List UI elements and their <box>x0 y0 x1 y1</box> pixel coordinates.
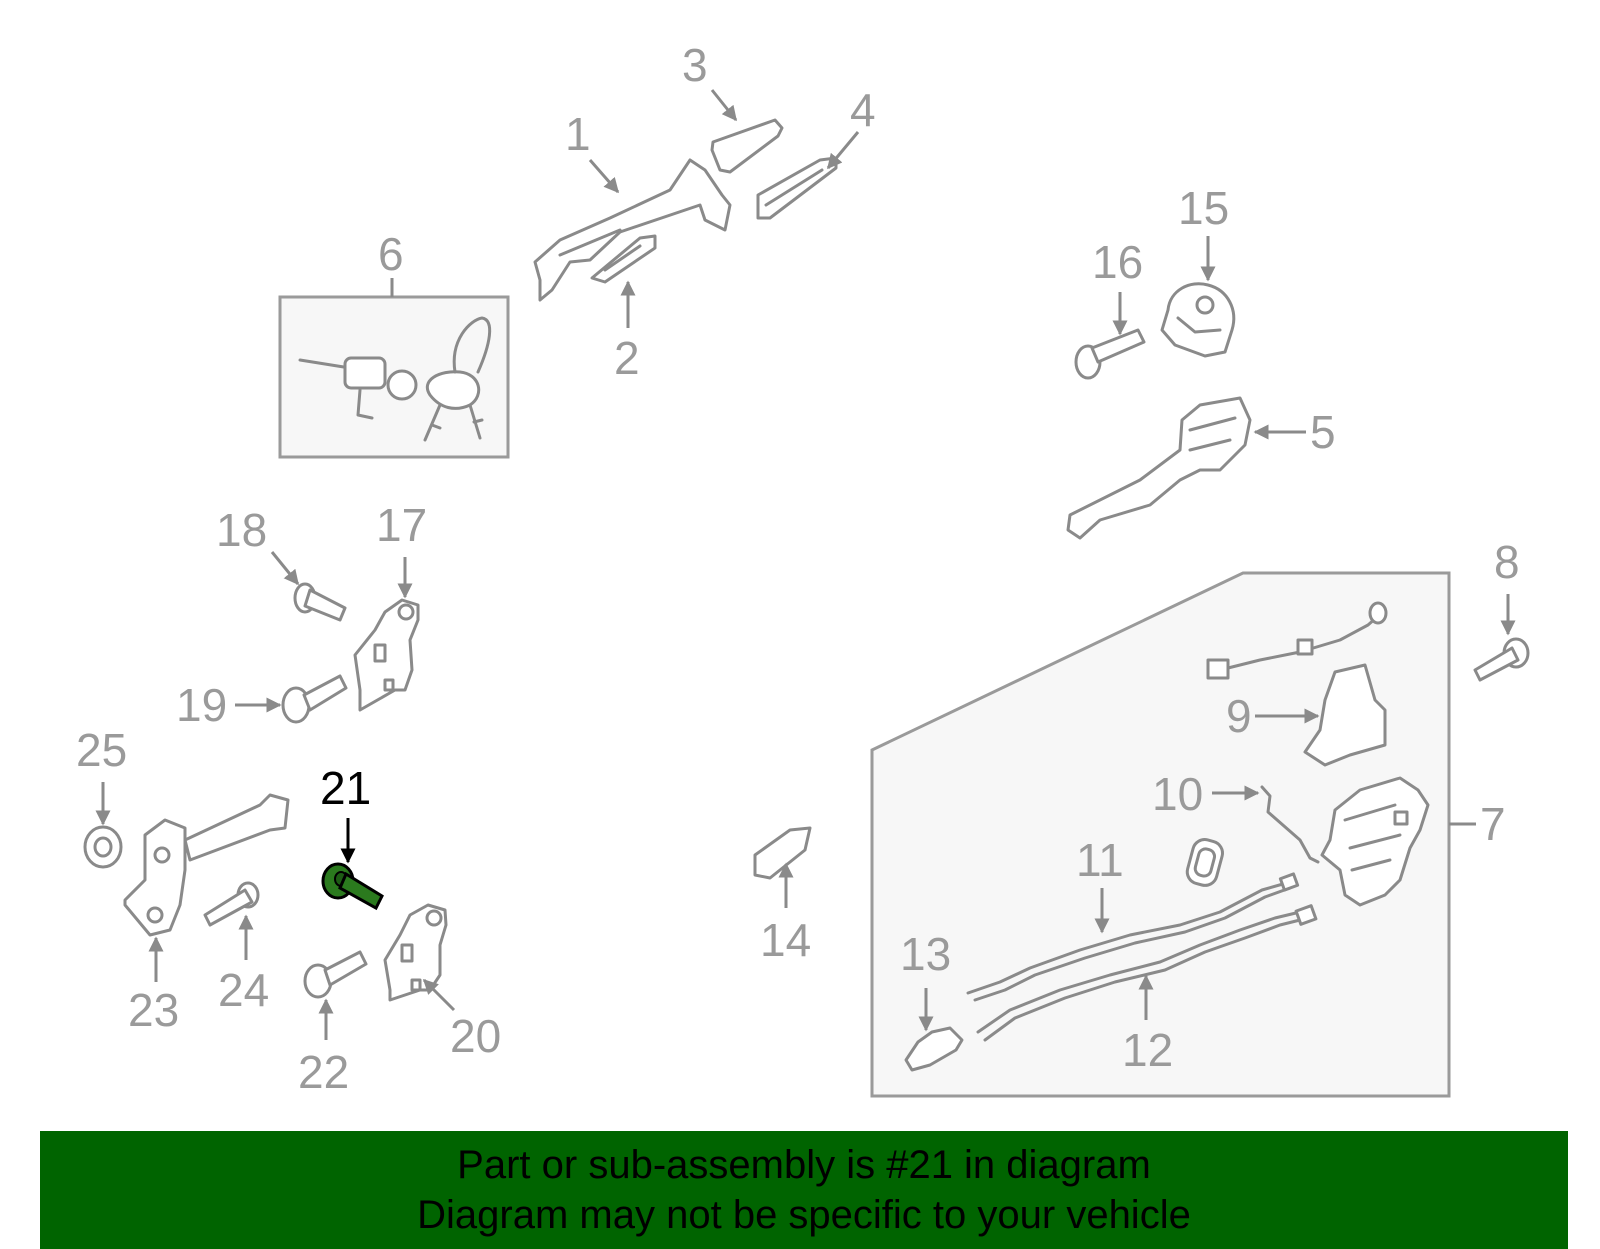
info-banner: Part or sub-assembly is #21 in diagram D… <box>40 1131 1568 1249</box>
part-25-nut[interactable] <box>83 825 123 869</box>
label-6: 6 <box>378 228 404 280</box>
label-19: 19 <box>176 679 227 731</box>
grommet[interactable] <box>1185 837 1226 888</box>
part-8-bolt[interactable] <box>1473 637 1530 682</box>
part-7-door-lock[interactable] <box>1320 776 1430 907</box>
label-4: 4 <box>850 84 876 136</box>
part-14-bracket[interactable] <box>753 826 812 880</box>
part-1-outside-handle[interactable] <box>533 158 732 302</box>
part-12-cable[interactable] <box>976 904 1318 1042</box>
leader-lines <box>95 89 1516 1040</box>
label-7: 7 <box>1480 798 1506 850</box>
part-18-bolt[interactable] <box>293 582 347 622</box>
part-16-bolt[interactable] <box>1074 328 1146 380</box>
part-23-door-checker[interactable] <box>123 793 290 937</box>
label-13: 13 <box>900 928 951 980</box>
label-14: 14 <box>760 914 811 966</box>
label-17: 17 <box>376 499 427 551</box>
banner-line-disclaimer: Diagram may not be specific to your vehi… <box>417 1193 1191 1237</box>
part-20-lower-hinge[interactable] <box>383 903 448 1002</box>
label-10: 10 <box>1152 768 1203 820</box>
wire-harness[interactable] <box>1206 601 1388 680</box>
label-9: 9 <box>1226 690 1252 742</box>
part-6-key-set[interactable] <box>298 316 492 442</box>
label-5: 5 <box>1310 406 1336 458</box>
part-22-bolt[interactable] <box>303 950 368 999</box>
part-13-clip[interactable] <box>904 1026 964 1072</box>
part-9-cover[interactable] <box>1303 663 1387 767</box>
label-15: 15 <box>1178 182 1229 234</box>
part-5-inside-handle-frame[interactable] <box>1066 396 1252 540</box>
label-23: 23 <box>128 984 179 1036</box>
part-19-bolt[interactable] <box>281 674 348 724</box>
label-16: 16 <box>1092 236 1143 288</box>
label-20: 20 <box>450 1010 501 1062</box>
label-3: 3 <box>682 39 708 91</box>
part-10-rod[interactable] <box>1260 785 1320 864</box>
part-24-bolt[interactable] <box>203 881 260 927</box>
part-21-bolt-highlighted[interactable] <box>321 862 384 911</box>
label-25: 25 <box>76 724 127 776</box>
label-11: 11 <box>1076 834 1124 886</box>
label-21: 21 <box>320 762 371 814</box>
label-24: 24 <box>218 964 269 1016</box>
part-11-cable[interactable] <box>966 872 1300 1002</box>
part-2-handle-cap[interactable] <box>590 234 657 284</box>
label-2: 2 <box>614 332 640 384</box>
part-15-striker[interactable] <box>1160 282 1236 358</box>
banner-line-part-number: Part or sub-assembly is #21 in diagram <box>457 1143 1151 1187</box>
label-22: 22 <box>298 1046 349 1098</box>
part-3-cover[interactable] <box>710 118 784 174</box>
label-1: 1 <box>565 108 591 160</box>
lock-assembly-box <box>870 571 1451 1098</box>
label-18: 18 <box>216 504 267 556</box>
part-4-pad[interactable] <box>756 156 838 220</box>
label-12: 12 <box>1122 1024 1173 1076</box>
part-17-upper-hinge[interactable] <box>353 598 420 712</box>
label-8: 8 <box>1494 536 1520 588</box>
